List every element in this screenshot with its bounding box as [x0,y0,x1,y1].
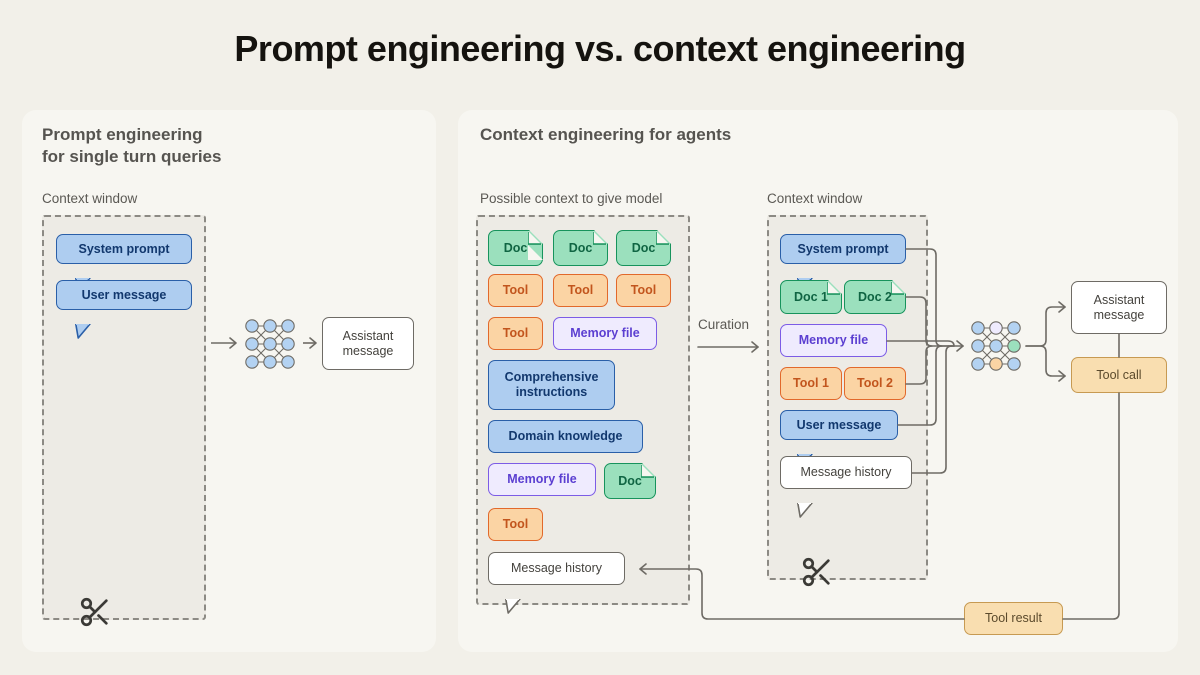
right-context-window-label: Context window [767,191,863,206]
doc-fold-icon [528,230,543,245]
chip-label: Domain knowledge [508,429,623,444]
chip-label: Tool [502,326,529,341]
curation-label: Curation [698,317,750,332]
doc-fold-icon [641,464,655,478]
chip-tool[interactable]: Tool [616,274,671,307]
chip-system-prompt[interactable]: System prompt [56,234,192,293]
chip-label: Memory file [570,326,640,341]
chip-label: Assistant message [342,328,394,358]
chip-assistant-message[interactable]: Assistant message [1071,281,1167,334]
chip-tool[interactable]: Tool [553,274,608,307]
right-panel-title: Context engineering for agents [480,125,732,144]
panel-prompt-engineering: Prompt engineering for single turn queri… [22,110,436,652]
doc-fold-icon [891,281,905,295]
chip-tool-call[interactable]: Tool call [1071,357,1167,393]
chip-tool[interactable]: Tool [488,274,543,307]
scissors-icon [800,555,834,594]
chip-memory-file[interactable]: Memory file [553,317,657,350]
chip-tool-result[interactable]: Tool result [964,602,1063,635]
bubble-tail-icon [797,488,813,518]
bubble-tail-icon [797,263,813,293]
panel-context-engineering: Context engineering for agents Possible … [458,110,1178,652]
chip-label: Tool result [985,611,1042,626]
chip-label: Tool [502,283,529,298]
chip-label: System prompt [78,241,170,256]
chip-domain-knowledge[interactable]: Domain knowledge [488,420,643,453]
bubble-tail-icon [797,439,813,469]
chip-user-message[interactable]: User message [780,410,898,469]
chip-label: Assistant message [1093,292,1145,322]
chip-tool-1[interactable]: Tool 1 [780,367,842,400]
chip-doc-1[interactable]: Doc 1 [780,280,842,314]
chip-memory-file[interactable]: Memory file [488,463,596,496]
bubble-tail-icon [505,584,521,614]
bubble-tail-icon [75,309,91,339]
doc-fold-icon [528,231,542,245]
chip-label: System prompt [797,241,889,256]
doc-fold-icon [827,281,841,295]
left-panel-title: Prompt engineering for single turn queri… [42,125,222,167]
chip-label: Tool [630,283,657,298]
chip-label: Doc [618,473,642,488]
chip-label: Memory file [798,333,869,348]
chip-label: Message history [510,561,602,576]
chip-label: Memory file [507,472,577,487]
chip-label: Comprehensive instructions [504,370,599,399]
doc-fold-icon [656,231,670,245]
possible-context-label: Possible context to give model [480,191,663,206]
chip-memory-file[interactable]: Memory file [780,324,887,357]
chip-doc[interactable]: Doc [488,230,543,266]
neural-network-icon [967,317,1025,380]
chip-label: User message [81,287,167,302]
chip-user-message[interactable]: User message [56,280,192,339]
left-context-window-label: Context window [42,191,138,206]
chip-doc[interactable]: Doc [616,230,671,266]
chip-system-prompt[interactable]: System prompt [780,234,906,293]
chip-doc[interactable]: Doc [553,230,608,266]
bubble-tail-icon [75,263,91,293]
chip-message-history[interactable]: Message history [780,456,912,518]
chip-label: Message history [800,465,892,480]
chip-comprehensive-instructions[interactable]: Comprehensive instructions [488,360,615,410]
chip-label: User message [796,417,882,432]
chip-doc[interactable]: Doc [604,463,656,499]
doc-fold-icon [593,231,607,245]
scissors-icon [78,595,112,634]
chip-label: Tool 2 [857,376,893,391]
chip-doc-2[interactable]: Doc 2 [844,280,906,314]
chip-label: Doc [568,240,593,255]
chip-label: Doc [631,240,656,255]
chip-assistant-message[interactable]: Assistant message [322,317,414,370]
chip-tool[interactable]: Tool [488,317,543,350]
chip-label: Tool [567,283,594,298]
chip-label: Tool call [1096,367,1142,382]
left-context-window [42,215,206,620]
chip-label: Tool [502,517,529,532]
chip-tool[interactable]: Tool [488,508,543,541]
chip-label: Doc 2 [857,289,893,304]
chip-label: Doc 1 [793,289,829,304]
chip-label: Tool 1 [793,376,829,391]
neural-network-icon [241,315,299,378]
chip-label: Doc [503,240,528,255]
chip-tool-2[interactable]: Tool 2 [844,367,906,400]
page-title: Prompt engineering vs. context engineeri… [234,28,966,69]
chip-message-history[interactable]: Message history [488,552,625,614]
